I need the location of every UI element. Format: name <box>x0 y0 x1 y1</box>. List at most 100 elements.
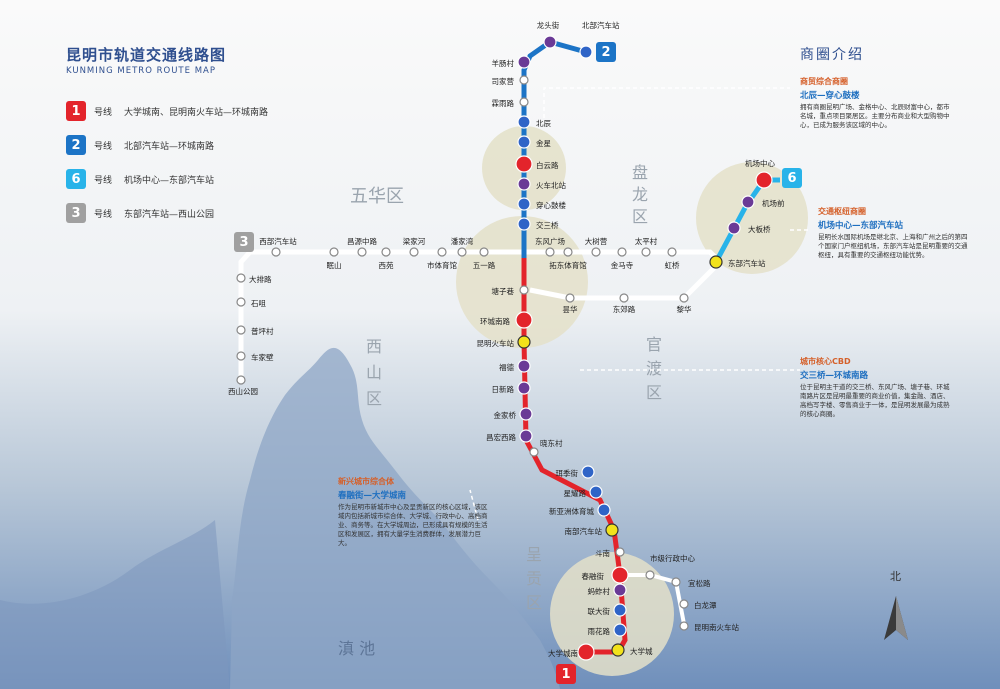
station-yongdong[interactable] <box>671 577 681 587</box>
station-taipingxiao[interactable] <box>236 273 246 283</box>
legend-line-word: 号线 <box>94 107 113 118</box>
business-3-name: 春融街—大学城南 <box>338 491 407 501</box>
station-chenggong[interactable] <box>611 566 629 584</box>
station-label-panjiawan: 潘家湾 <box>451 236 474 246</box>
station-tangzi[interactable] <box>519 285 529 295</box>
station-jinjia[interactable] <box>519 407 533 421</box>
legend-route-2: 北部汽车站—环城南路 <box>124 141 215 152</box>
legend-route-1: 大学城南、昆明南火车站—环城南路 <box>124 107 269 118</box>
station-shitiyu[interactable] <box>437 247 447 257</box>
station-label-kunmingzhan: 昆明火车站 <box>477 338 515 348</box>
guide-beichen <box>543 87 790 118</box>
station-label-liandayuan: 联大街 <box>588 606 611 616</box>
lake-shore <box>0 520 230 689</box>
station-pingtang[interactable] <box>679 293 689 303</box>
station-lidong[interactable] <box>679 599 689 609</box>
station-daxuecheng[interactable] <box>611 643 625 657</box>
station-huochebei[interactable] <box>517 177 531 191</box>
station-jiaosanqiao[interactable] <box>517 217 531 231</box>
district-xishan-1: 西 <box>366 337 382 356</box>
station-lijiaqiao[interactable] <box>409 247 419 257</box>
station-liandayuan[interactable] <box>613 603 627 617</box>
station-hongqiao[interactable] <box>667 247 677 257</box>
station-shizui[interactable] <box>236 297 246 307</box>
business-3-kind: 新兴城市综合体 <box>338 477 394 486</box>
station-taiping[interactable] <box>641 247 651 257</box>
station-kunmingnan[interactable] <box>679 621 689 631</box>
station-xiaodonghuan[interactable] <box>529 447 539 457</box>
station-xiyuan[interactable] <box>381 247 391 257</box>
station-daxuechengnan[interactable] <box>577 643 595 661</box>
station-longquan[interactable] <box>543 35 557 49</box>
station-chuanjia[interactable] <box>236 351 246 361</box>
station-label-dongjiao: 东郊路 <box>613 304 636 314</box>
line2-track <box>521 39 587 258</box>
station-wuyilu[interactable] <box>479 247 489 257</box>
station-dashuying[interactable] <box>591 247 601 257</box>
station-label-jinjia: 金家桥 <box>494 410 517 420</box>
station-ba[interactable] <box>519 97 529 107</box>
station-label-jiaosanqiao: 交三桥 <box>536 220 559 230</box>
station-jinma[interactable] <box>617 247 627 257</box>
station-label-doudan: 斗南 <box>595 548 610 558</box>
station-xibu[interactable] <box>271 247 281 257</box>
station-huancheng[interactable] <box>515 311 533 329</box>
station-heishan[interactable] <box>329 247 339 257</box>
station-label-ba: 霖雨路 <box>492 98 515 108</box>
line3-badge: 3 <box>234 232 254 252</box>
station-dongjiao[interactable] <box>619 293 629 303</box>
station-label-lidong: 白龙潭 <box>694 600 717 610</box>
station-yangshenba[interactable] <box>517 55 531 69</box>
map-title: 昆明市轨道交通线路图 <box>66 46 227 64</box>
station-fuhai[interactable] <box>517 359 531 373</box>
station-label-jinma: 金马寺 <box>611 260 634 270</box>
station-label-simaying: 司家营 <box>492 76 515 86</box>
station-jichangzhongxin[interactable] <box>755 171 773 189</box>
station-panjiawan[interactable] <box>457 247 467 257</box>
station-tanhua[interactable] <box>565 293 575 303</box>
station-label-longquan: 龙头街 <box>537 20 560 30</box>
station-rixin[interactable] <box>517 381 531 395</box>
business-1-desc: 昆明长水国际机场是继北京、上海和广州之后的第四个国家门户枢纽机场，东部汽车站是昆… <box>818 233 968 259</box>
label-layer: 龙头街北部汽车站羊肠村司家营霖雨路北辰金星白云路火车北站穿心鼓楼交三桥西部汽车站… <box>228 20 785 658</box>
station-beichen[interactable] <box>517 115 531 129</box>
legend-route-6: 机场中心—东部汽车站 <box>124 175 215 186</box>
station-huachengzhong[interactable] <box>645 570 655 580</box>
station-jinxing[interactable] <box>517 135 531 149</box>
station-beibu[interactable] <box>579 45 593 59</box>
station-changhong[interactable] <box>519 429 533 443</box>
station-xingyaolu[interactable] <box>589 485 603 499</box>
station-dabanqiao[interactable] <box>727 221 741 235</box>
station-kunmingzhan[interactable] <box>517 335 531 349</box>
station-xinya[interactable] <box>597 503 611 517</box>
business-0-name: 北辰—穿心鼓楼 <box>800 91 860 101</box>
station-label-xishan: 西山公园 <box>228 386 258 396</box>
station-simaying[interactable] <box>519 75 529 85</box>
business-2: 城市核心CBD 交三桥—环城南路 位于昆明主干道的交三桥、东风广场、塘子巷、环城… <box>800 356 950 419</box>
dianchi-label: 滇 池 <box>338 639 375 658</box>
district-guandu-3: 区 <box>646 383 662 402</box>
business-3: 新兴城市综合体 春融街—大学城南 作为昆明市新城市中心及呈贡新区的核心区域，该区… <box>338 476 488 548</box>
station-baiyun[interactable] <box>515 155 533 173</box>
station-pingjian[interactable] <box>236 325 246 335</box>
station-changpo[interactable] <box>357 247 367 257</box>
station-label-chuanjia: 车家壁 <box>251 352 274 362</box>
station-label-xibu: 西部汽车站 <box>259 236 297 246</box>
station-chuanxin[interactable] <box>517 197 531 211</box>
station-xishan[interactable] <box>236 375 246 385</box>
station-hechenglu[interactable] <box>581 465 595 479</box>
station-nanbu[interactable] <box>605 523 619 537</box>
station-tuodong[interactable] <box>563 247 573 257</box>
station-dongbu[interactable] <box>709 255 723 269</box>
station-dongfeng[interactable] <box>545 247 555 257</box>
station-xianjiu[interactable] <box>613 583 627 597</box>
station-jichangqian[interactable] <box>741 195 755 209</box>
station-gunancheng[interactable] <box>613 623 627 637</box>
station-label-daxuecheng: 大学城 <box>630 646 653 656</box>
station-label-tuodong: 拓东体育馆 <box>549 260 587 270</box>
station-label-xiaodonghuan: 晓东村 <box>540 438 563 448</box>
station-doudan[interactable] <box>615 547 625 557</box>
